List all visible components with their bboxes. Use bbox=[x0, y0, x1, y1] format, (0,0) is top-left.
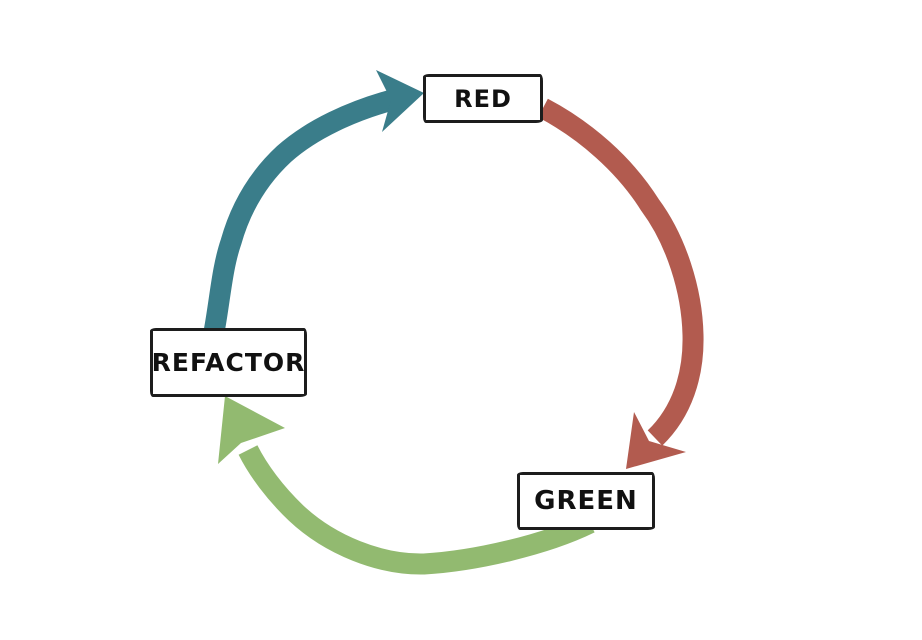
arrow-green-to-refactor bbox=[218, 396, 595, 575]
node-red: RED bbox=[423, 74, 543, 123]
node-refactor-label: REFACTOR bbox=[151, 348, 306, 377]
arrow-refactor-to-red-shaft bbox=[203, 89, 395, 334]
node-green: GREEN bbox=[517, 472, 655, 530]
arrow-green-to-refactor-shaft bbox=[238, 445, 595, 575]
arrow-red-to-green-head bbox=[626, 412, 686, 469]
arrow-red-to-green-shaft bbox=[538, 98, 704, 446]
node-green-label: GREEN bbox=[534, 486, 638, 516]
node-red-label: RED bbox=[454, 84, 512, 113]
arrow-refactor-to-red-head bbox=[376, 70, 424, 132]
arrow-green-to-refactor-head bbox=[218, 396, 285, 464]
arrow-refactor-to-red bbox=[203, 70, 424, 334]
arrow-red-to-green bbox=[538, 98, 704, 469]
node-refactor: REFACTOR bbox=[150, 328, 307, 397]
